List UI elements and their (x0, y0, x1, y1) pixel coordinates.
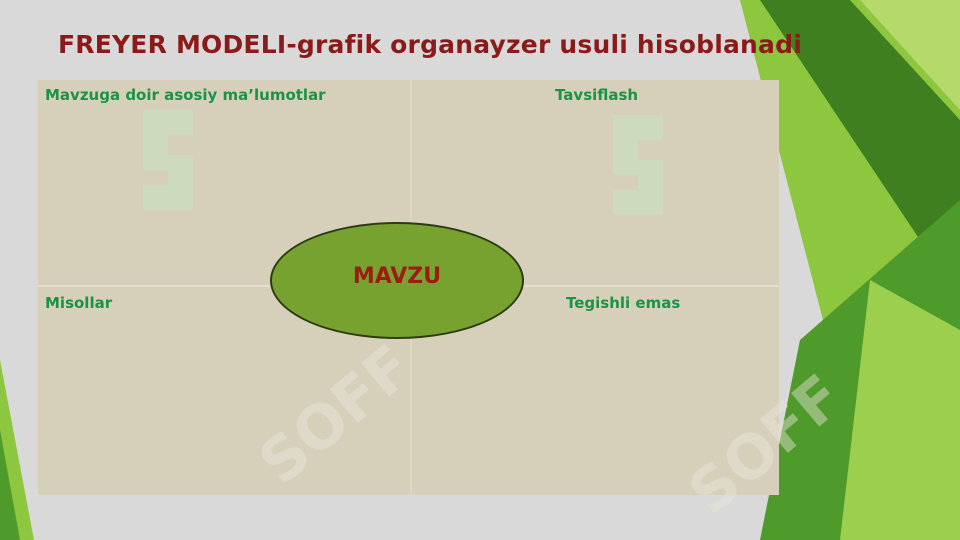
deco-shape-bright (840, 280, 960, 540)
quadrant-label-top-right: Tavsiflash (555, 86, 639, 104)
quadrant-label-bottom-left: Misollar (45, 294, 113, 312)
watermark-logo (143, 110, 193, 210)
quadrant-label-top-left: Mavzuga doir asosiy ma’lumotlar (45, 86, 326, 104)
deco-shape-dark (760, 0, 960, 300)
watermark-logo (613, 115, 663, 215)
center-topic-ellipse: MAVZU (270, 222, 524, 339)
deco-shape-left-dark (0, 430, 20, 540)
center-topic-label: MAVZU (352, 264, 442, 289)
quadrant-label-bottom-right: Tegishli emas (566, 294, 681, 312)
deco-shape-pale (860, 0, 960, 110)
slide-title: FREYER MODELI-grafik organayzer usuli hi… (58, 30, 802, 59)
watermark-text: SOFF (246, 331, 427, 499)
